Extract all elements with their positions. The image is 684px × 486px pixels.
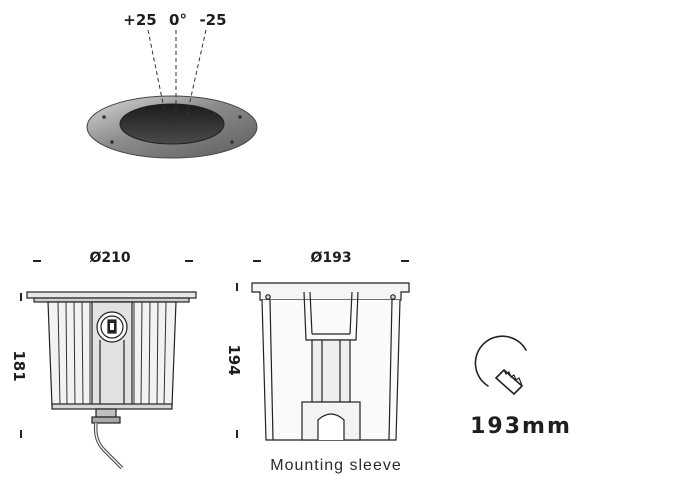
tilt-minus-label: -25 xyxy=(199,11,226,29)
sleeve-height-label: 194 xyxy=(225,344,243,375)
fixture-side-view xyxy=(26,291,197,470)
tilt-plus-label: +25 xyxy=(123,11,156,29)
tilt-zero-label: 0° xyxy=(169,11,187,29)
hole-saw-icon xyxy=(474,335,527,396)
fixture-width-label: Ø210 xyxy=(89,250,130,266)
sleeve-side-view xyxy=(251,282,410,441)
fixture-height-label: 181 xyxy=(10,350,28,381)
fixture-top-view xyxy=(86,95,258,159)
sleeve-caption: Mounting sleeve xyxy=(270,457,402,474)
cutout-size-label: 193mm xyxy=(470,414,572,439)
tilt-angle-lines xyxy=(147,29,207,129)
sleeve-width-label: Ø193 xyxy=(310,250,351,266)
